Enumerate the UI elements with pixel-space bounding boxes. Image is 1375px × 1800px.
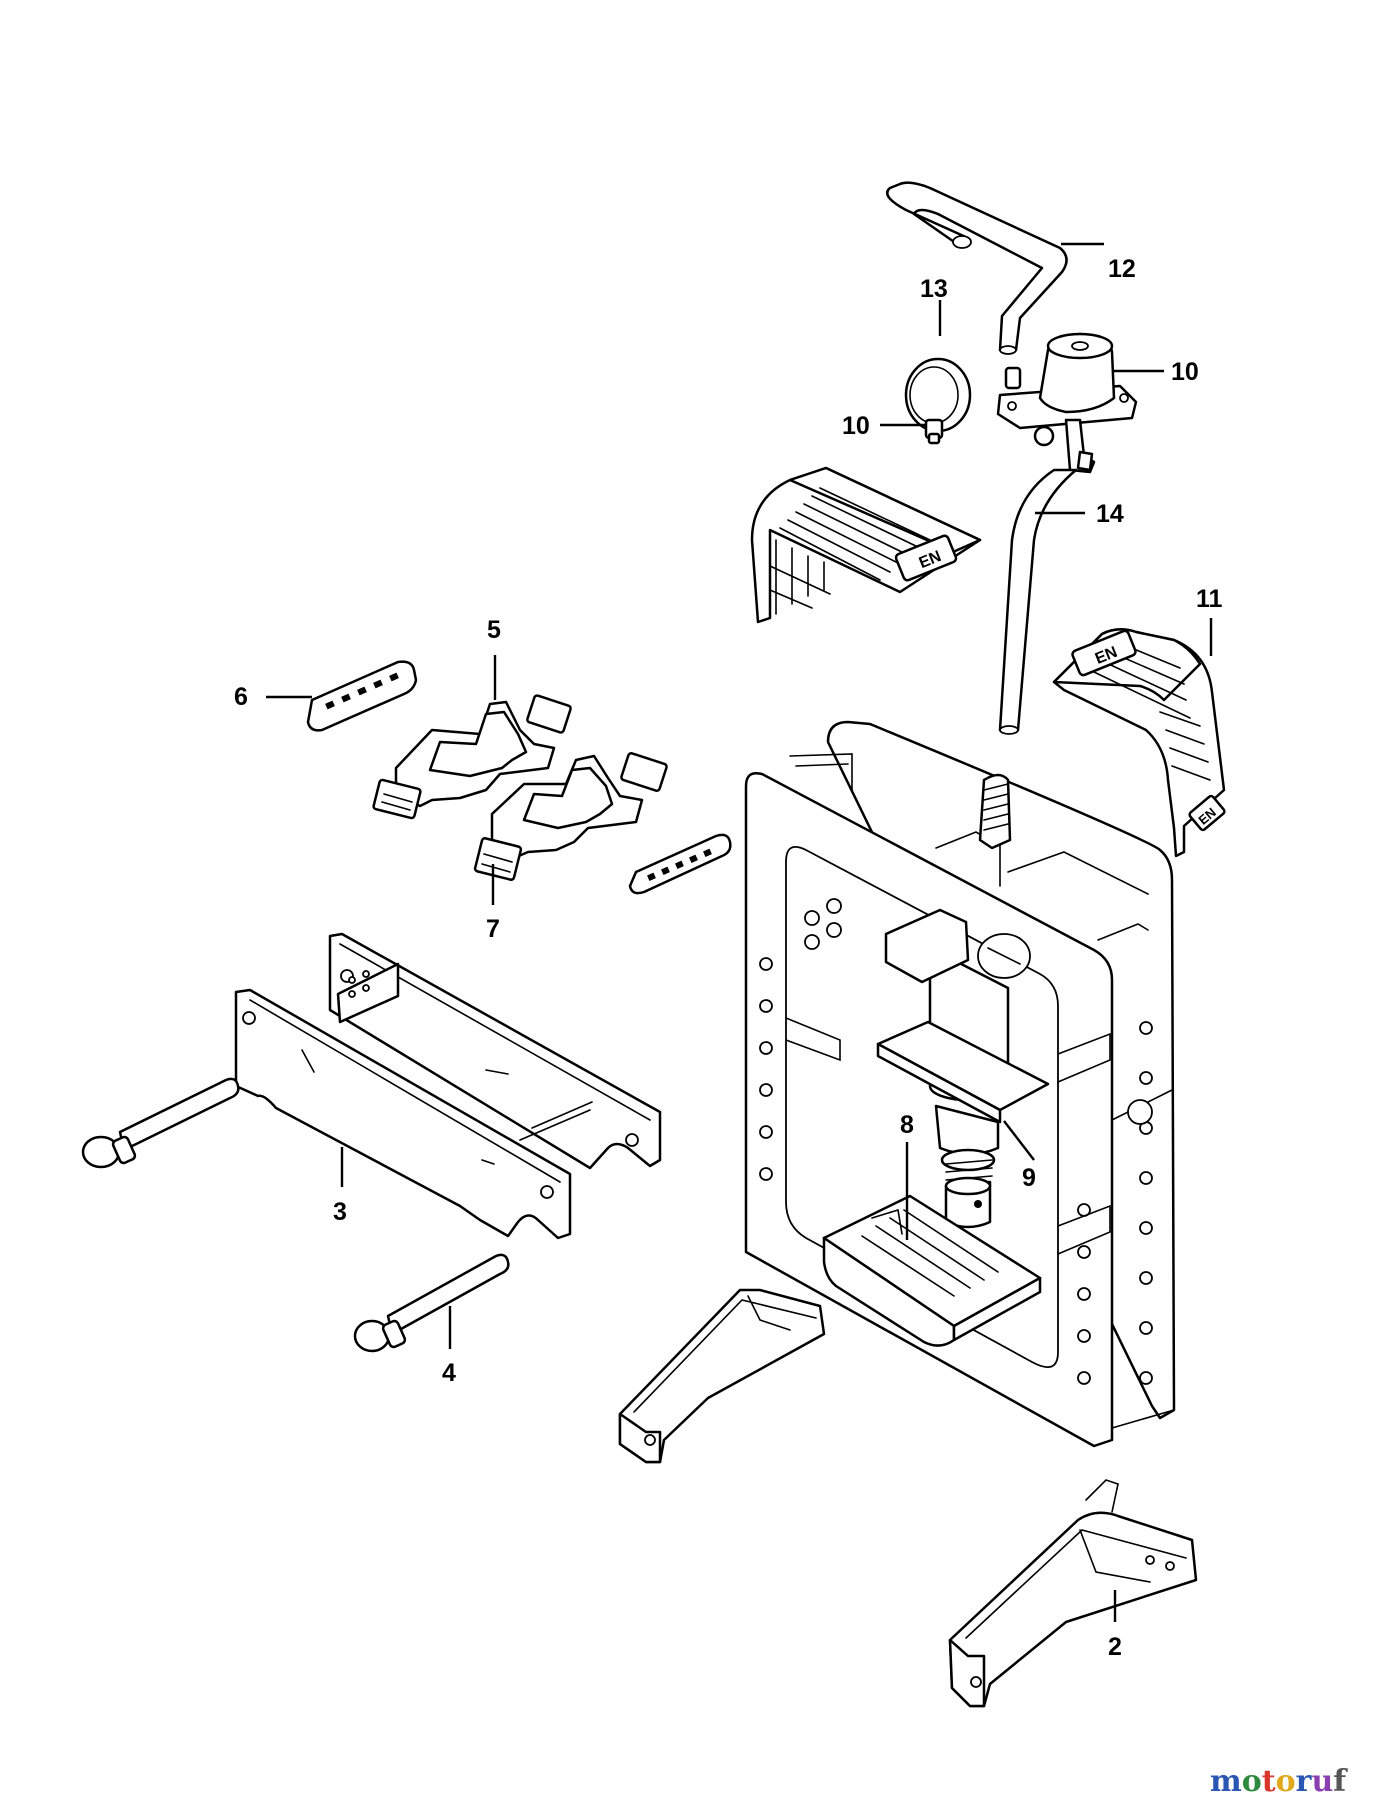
motoruf-watermark: motoruf [1210, 1764, 1346, 1799]
callouts: 12 13 10 10 14 11 5 6 7 8 9 3 4 2 [234, 255, 1223, 1661]
callout-6: 6 [234, 683, 248, 711]
callout-5: 5 [487, 616, 501, 644]
v-block-part-5-upper [394, 694, 572, 808]
callout-2: 2 [1108, 1633, 1122, 1661]
pin-upper [81, 1077, 240, 1169]
callout-3: 3 [333, 1198, 347, 1226]
callout-10-gauge: 10 [842, 412, 870, 440]
oil-tray-part-8 [822, 1194, 1042, 1347]
callout-13: 13 [920, 275, 948, 303]
v-block-part-5-lower [490, 752, 668, 860]
lever-bar-part-14 [998, 468, 1078, 735]
callout-11: 11 [1196, 585, 1223, 613]
guard-left: EN [750, 466, 982, 624]
watermark-letter: u [1311, 1764, 1334, 1799]
pump-handle-part-12 [886, 181, 1068, 355]
spring-right [628, 833, 732, 895]
callout-12: 12 [1108, 255, 1136, 283]
watermark-letter: f [1333, 1764, 1347, 1799]
spring-part-6 [306, 660, 418, 732]
watermark-letter: t [1261, 1764, 1276, 1799]
callout-10-pump: 10 [1171, 358, 1199, 386]
callout-7: 7 [486, 915, 500, 943]
watermark-letter: r [1295, 1764, 1312, 1799]
base-leg-left [618, 1288, 826, 1464]
leader-lines [266, 242, 1213, 1622]
base-leg-part-2 [948, 1479, 1198, 1708]
guard-right-part-11: EN EN [1052, 628, 1226, 858]
callout-8: 8 [900, 1111, 914, 1139]
pump-unit-part-10 [996, 332, 1138, 474]
watermark-letter: o [1275, 1764, 1296, 1799]
callout-14: 14 [1096, 500, 1124, 528]
pin-lower-part-4 [353, 1253, 510, 1353]
pressure-gauge-part-13 [904, 357, 972, 445]
callout-9: 9 [1022, 1164, 1036, 1192]
watermark-letter: o [1241, 1764, 1262, 1799]
callout-4: 4 [442, 1359, 456, 1387]
clip-part-7-upper [372, 778, 422, 820]
bed-frame-part-3 [234, 932, 662, 1240]
watermark-letter: m [1210, 1764, 1242, 1799]
